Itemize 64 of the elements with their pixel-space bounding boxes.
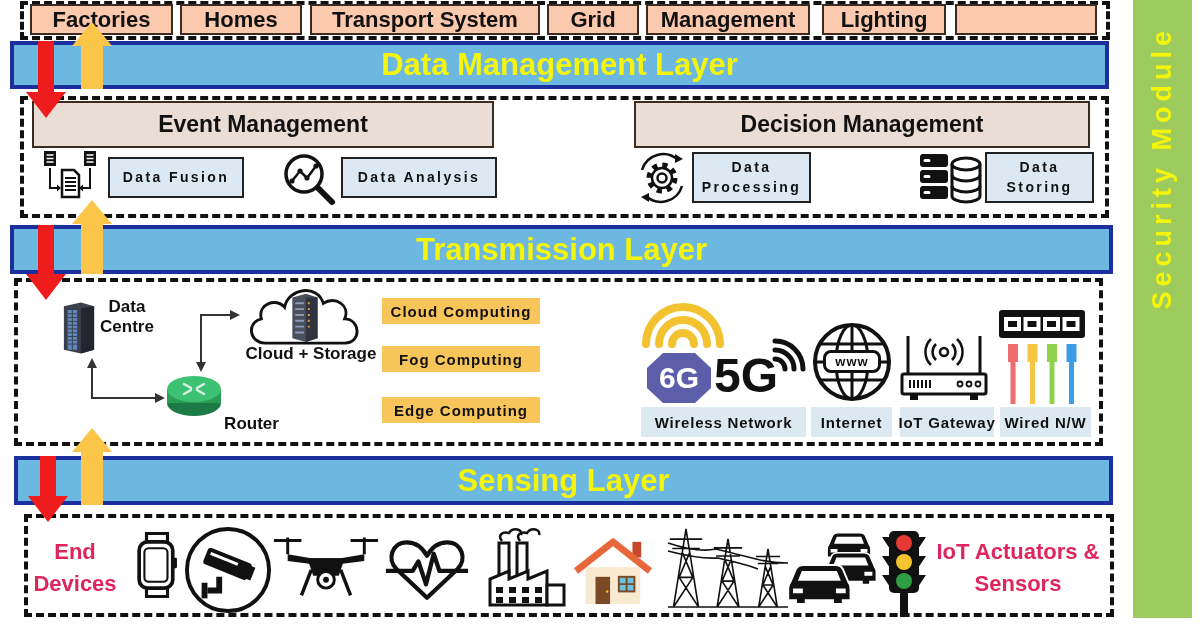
- security-band: [1133, 0, 1192, 618]
- application-label: Grid: [570, 6, 616, 33]
- application-label: Management: [660, 6, 796, 33]
- application-box: [822, 4, 946, 35]
- category-label: IoT Actuators & Sensors: [932, 536, 1104, 600]
- function-label: Data Analysis: [357, 167, 481, 187]
- application-label: Lighting: [840, 6, 928, 33]
- generation-badge: 6G: [647, 353, 711, 403]
- generation-label: 5G: [716, 348, 776, 405]
- application-label: Transport System: [332, 6, 518, 33]
- section-title: Event Management: [158, 111, 368, 138]
- function-label: Data Storing: [1005, 157, 1074, 197]
- network-label: Internet: [820, 413, 883, 431]
- computing-label: Cloud Computing: [390, 302, 532, 320]
- section-title: Decision Management: [740, 111, 984, 138]
- function-box: [692, 152, 811, 203]
- application-box: [955, 4, 1097, 35]
- block-arrow: [28, 456, 68, 522]
- computing-label: Fog Computing: [399, 350, 523, 368]
- network-label: Wireless Network: [654, 413, 793, 431]
- function-box: [108, 157, 244, 198]
- dashed-frame: [20, 1, 1110, 40]
- url-label: www: [823, 350, 881, 373]
- block-arrow: [26, 41, 66, 118]
- network-tag: [1000, 407, 1091, 437]
- application-box: [646, 4, 810, 35]
- computing-panel: [382, 346, 540, 372]
- layer-band: [14, 456, 1113, 505]
- block-arrow: [26, 225, 66, 300]
- dashed-frame: [20, 96, 1109, 218]
- node-label: Cloud + Storage: [244, 344, 378, 365]
- application-box: [180, 4, 302, 35]
- section-header: [32, 101, 494, 148]
- section-header: [634, 101, 1090, 148]
- security-title: Security Module: [1147, 26, 1178, 310]
- layer-band: [10, 41, 1109, 89]
- network-label: IoT Gateway: [898, 413, 996, 431]
- application-label: Factories: [52, 6, 151, 33]
- computing-panel: [382, 397, 540, 423]
- application-box: [30, 4, 173, 35]
- function-label: Data Fusion: [122, 167, 230, 187]
- layer-title: Sensing Layer: [457, 462, 670, 499]
- application-box: [547, 4, 639, 35]
- layer-title: Transmission Layer: [415, 231, 708, 268]
- network-tag: [811, 407, 892, 437]
- network-label: Wired N/W: [1004, 413, 1087, 431]
- block-arrow: [72, 428, 112, 505]
- function-label: Data Processing: [700, 157, 803, 197]
- arrow: [87, 358, 165, 403]
- function-box: [985, 152, 1094, 203]
- layer-title: Data Management Layer: [381, 47, 738, 83]
- arrow: [196, 310, 240, 372]
- category-label: End Devices: [28, 536, 122, 600]
- application-box: [310, 4, 540, 35]
- application-label: Homes: [204, 6, 278, 33]
- node-label: Data Centre: [99, 297, 155, 338]
- layer-band: [10, 225, 1113, 274]
- network-tag: [900, 407, 994, 437]
- computing-label: Edge Computing: [394, 401, 528, 419]
- computing-panel: [382, 298, 540, 324]
- node-label: Router: [223, 414, 280, 435]
- block-arrow: [72, 200, 112, 274]
- function-box: [341, 157, 497, 198]
- network-tag: [641, 407, 806, 437]
